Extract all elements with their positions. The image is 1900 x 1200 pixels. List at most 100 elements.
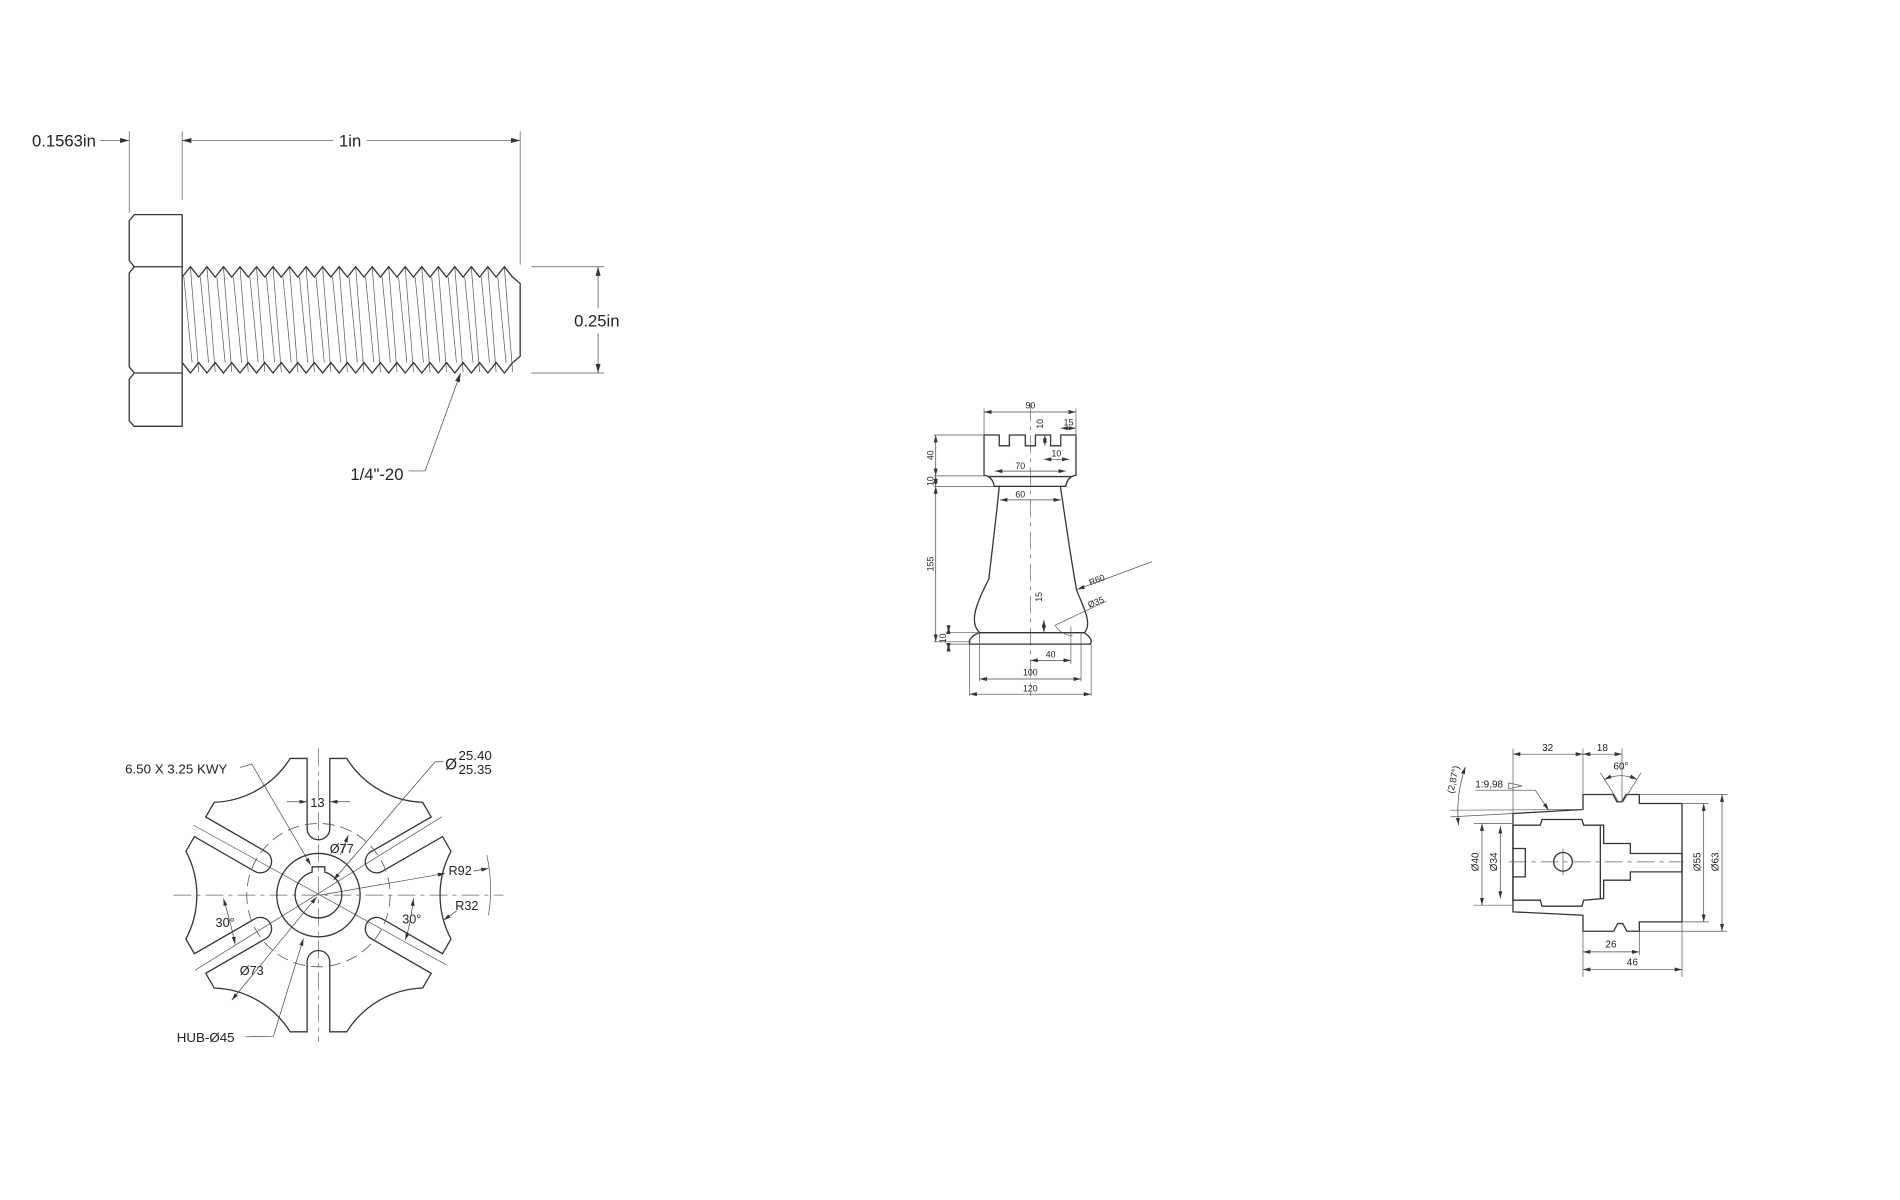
collet-slot — [1513, 849, 1525, 877]
thread-root-line — [217, 277, 225, 362]
taper-symbol — [1509, 783, 1522, 789]
thread-crest-line — [488, 268, 496, 373]
thread-root-line — [432, 277, 440, 362]
dim-flange-width: 26 — [1605, 940, 1617, 951]
bolt-head — [129, 215, 182, 427]
dim-base-width: 120 — [1023, 683, 1038, 693]
outer-radius-arc — [487, 855, 491, 915]
thread-root-line — [382, 277, 390, 362]
thread-crest-line — [290, 268, 298, 373]
dim-dia-63: Ø63 — [1711, 852, 1722, 871]
dim-collar-width: 70 — [1015, 461, 1025, 471]
hub-bore-cavity — [1513, 820, 1682, 907]
taper-ratio-label: 1:9,98 — [1475, 780, 1503, 791]
head-thickness-label: 0.1563in — [32, 132, 96, 151]
thread-crest-line — [306, 268, 314, 373]
thread-root-line — [200, 277, 208, 362]
taper-reference-line — [1450, 814, 1513, 817]
thread-crest-line — [240, 268, 248, 373]
thread-leader — [408, 373, 460, 471]
thread-crest-line — [455, 268, 463, 373]
thread-crest-line — [273, 268, 281, 373]
thread-root-line — [481, 277, 489, 362]
thread-crest-line — [389, 268, 397, 373]
dim-radius-large: R60 — [1087, 572, 1106, 587]
thread-root-line — [233, 277, 241, 362]
rook-drawing: 90 10 15 10 70 60 40 10 155 10 15 40 — [925, 401, 1152, 697]
groove-flank — [1600, 773, 1618, 802]
hub-circle — [277, 853, 360, 936]
taper-reference-line — [1450, 810, 1583, 811]
thread-root-line — [266, 277, 274, 362]
dim-crown-height: 40 — [925, 450, 935, 460]
thread-root-line — [184, 277, 192, 362]
thread-crest-line — [323, 268, 331, 373]
slot-circle-label: Ø77 — [330, 842, 354, 856]
dim-groove-offset: 18 — [1597, 743, 1609, 754]
leader-line — [245, 938, 303, 1036]
dim-body-height: 155 — [925, 557, 935, 572]
bore-min: 25.35 — [458, 762, 491, 777]
dim-neck-width: 60 — [1015, 489, 1025, 499]
hub-label: HUB-Ø45 — [177, 1030, 235, 1045]
dimension-line — [232, 897, 317, 1000]
leader-line — [443, 911, 456, 920]
dim-base-height: 10 — [938, 633, 948, 643]
thread-crest-line — [405, 268, 413, 373]
thread-root-line — [250, 277, 258, 362]
bolt-thread — [182, 267, 520, 373]
arc-radius-label: R32 — [455, 899, 478, 913]
leader-line — [1077, 562, 1152, 590]
thread-root-line — [415, 277, 423, 362]
keyway-label: 6.50 X 3.25 KWY — [125, 761, 227, 776]
hub-section-body — [1513, 795, 1682, 932]
dim-diameter-small: Ø35 — [1086, 594, 1105, 610]
slot-width-label: 13 — [310, 796, 324, 810]
dim-groove-angle: 60° — [1613, 762, 1628, 773]
dim-body-width: 46 — [1627, 958, 1639, 969]
thread-root-line — [399, 277, 407, 362]
hub-section-drawing: 32 18 60° 1:9,98 (2,87°) Ø40 Ø34 Ø55 Ø63… — [1446, 743, 1727, 977]
gear-outline — [186, 758, 451, 1031]
thread-root-line — [498, 277, 506, 362]
leader-line — [320, 872, 445, 895]
dim-dia-34: Ø34 — [1489, 852, 1500, 871]
leader-line — [1475, 790, 1548, 810]
thread-root-line — [283, 277, 291, 362]
thread-crest-line — [223, 268, 231, 373]
thread-crest-line — [207, 268, 215, 373]
leader-line — [340, 835, 348, 855]
dim-notch-width: 10 — [1051, 448, 1061, 458]
groove-flank — [1623, 773, 1641, 802]
thread-crest-line — [190, 268, 198, 373]
thread-crest-line — [504, 268, 512, 373]
angle-arc — [405, 898, 415, 940]
taper-angle-arc — [1455, 767, 1466, 825]
bolt-drawing: 0.1563in 1in 0.25in 1/4"-20 — [32, 131, 620, 484]
dim-dia-55: Ø55 — [1692, 852, 1703, 871]
gear-drawing: 6.50 X 3.25 KWY Ø 25.40 25.35 13 Ø77 R92… — [125, 748, 503, 1045]
leader-line — [473, 867, 488, 872]
dim-collar-height: 10 — [925, 476, 935, 486]
diameter-label: 0.25in — [574, 312, 619, 331]
thread-root-line — [465, 277, 473, 362]
arc-detail — [1055, 625, 1073, 635]
thread-crest-line — [422, 268, 430, 373]
thread-crest-line — [339, 268, 347, 373]
angle-left-label: 30° — [216, 916, 235, 930]
thread-profile — [182, 363, 512, 373]
thread-crest-line — [356, 268, 364, 373]
length-label: 1in — [339, 132, 361, 151]
thread-root-line — [349, 277, 357, 362]
dim-body-base-width: 100 — [1023, 668, 1038, 678]
slot-center-line — [193, 825, 446, 965]
bore-symbol: Ø — [445, 756, 457, 773]
thread-crest-line — [257, 268, 265, 373]
thread-callout: 1/4"-20 — [350, 465, 403, 484]
dim-merlon-width: 15 — [1064, 418, 1074, 428]
bore-max: 25.40 — [458, 748, 491, 763]
bore-with-keyway — [295, 867, 342, 918]
dim-dia-40: Ø40 — [1471, 852, 1482, 871]
angle-right-label: 30° — [402, 912, 421, 926]
